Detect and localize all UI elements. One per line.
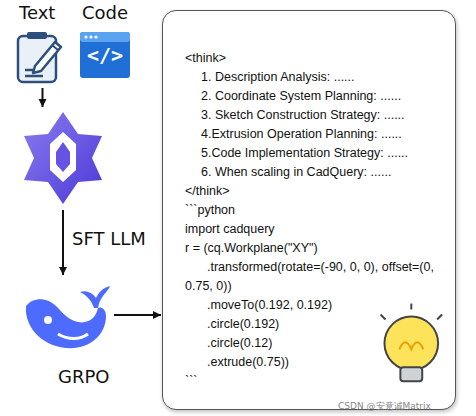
code-line: import cadquery bbox=[185, 220, 441, 239]
code-line: 5.Code Implementation Strategy: ...... bbox=[185, 144, 441, 163]
code-line: 1. Description Analysis: ...... bbox=[185, 68, 441, 87]
code-line: .moveTo(0.192, 0.192) bbox=[185, 296, 441, 315]
code-line: 6. When scaling in CadQuery: ...... bbox=[185, 163, 441, 182]
flow-arrow bbox=[42, 88, 44, 107]
code-line: r = (cq.Workplane("XY") bbox=[185, 239, 441, 258]
qwen-logo bbox=[20, 108, 106, 208]
code-line: </think> bbox=[185, 182, 441, 201]
output-panel: <think>1. Description Analysis: ......2.… bbox=[162, 10, 456, 410]
code-line: 4.Extrusion Operation Planning: ...... bbox=[185, 125, 441, 144]
code-line: 2. Coordinate System Planning: ...... bbox=[185, 87, 441, 106]
icon-node: SFT LLM bbox=[20, 108, 106, 208]
node-label: SFT LLM bbox=[72, 228, 146, 249]
code-line: .circle(0.192) bbox=[185, 315, 441, 334]
code-line: <think> bbox=[185, 49, 441, 68]
code-line: .extrude(0.75)) bbox=[185, 353, 441, 372]
flow-arrow bbox=[114, 314, 161, 316]
code-line: .circle(0.12) bbox=[185, 334, 441, 353]
icon-node: GRPO bbox=[18, 276, 112, 354]
node-label: Code bbox=[82, 2, 128, 23]
code-glyph: </> bbox=[78, 43, 132, 67]
node-label: GRPO bbox=[58, 366, 109, 387]
code-line: .transformed(rotate=(-90, 0, 0), offset=… bbox=[185, 258, 441, 296]
deepseek-whale bbox=[18, 276, 112, 354]
code-line: ```python bbox=[185, 201, 441, 220]
node-label: Text bbox=[19, 2, 55, 23]
flow-arrow bbox=[62, 210, 64, 275]
text-icon bbox=[15, 30, 65, 86]
code-line: ``` bbox=[185, 372, 441, 391]
code-line: 3. Sketch Construction Strategy: ...... bbox=[185, 106, 441, 125]
watermark: CSDN @安意诚Matrix bbox=[338, 400, 431, 413]
icon-node: Text bbox=[15, 30, 65, 86]
